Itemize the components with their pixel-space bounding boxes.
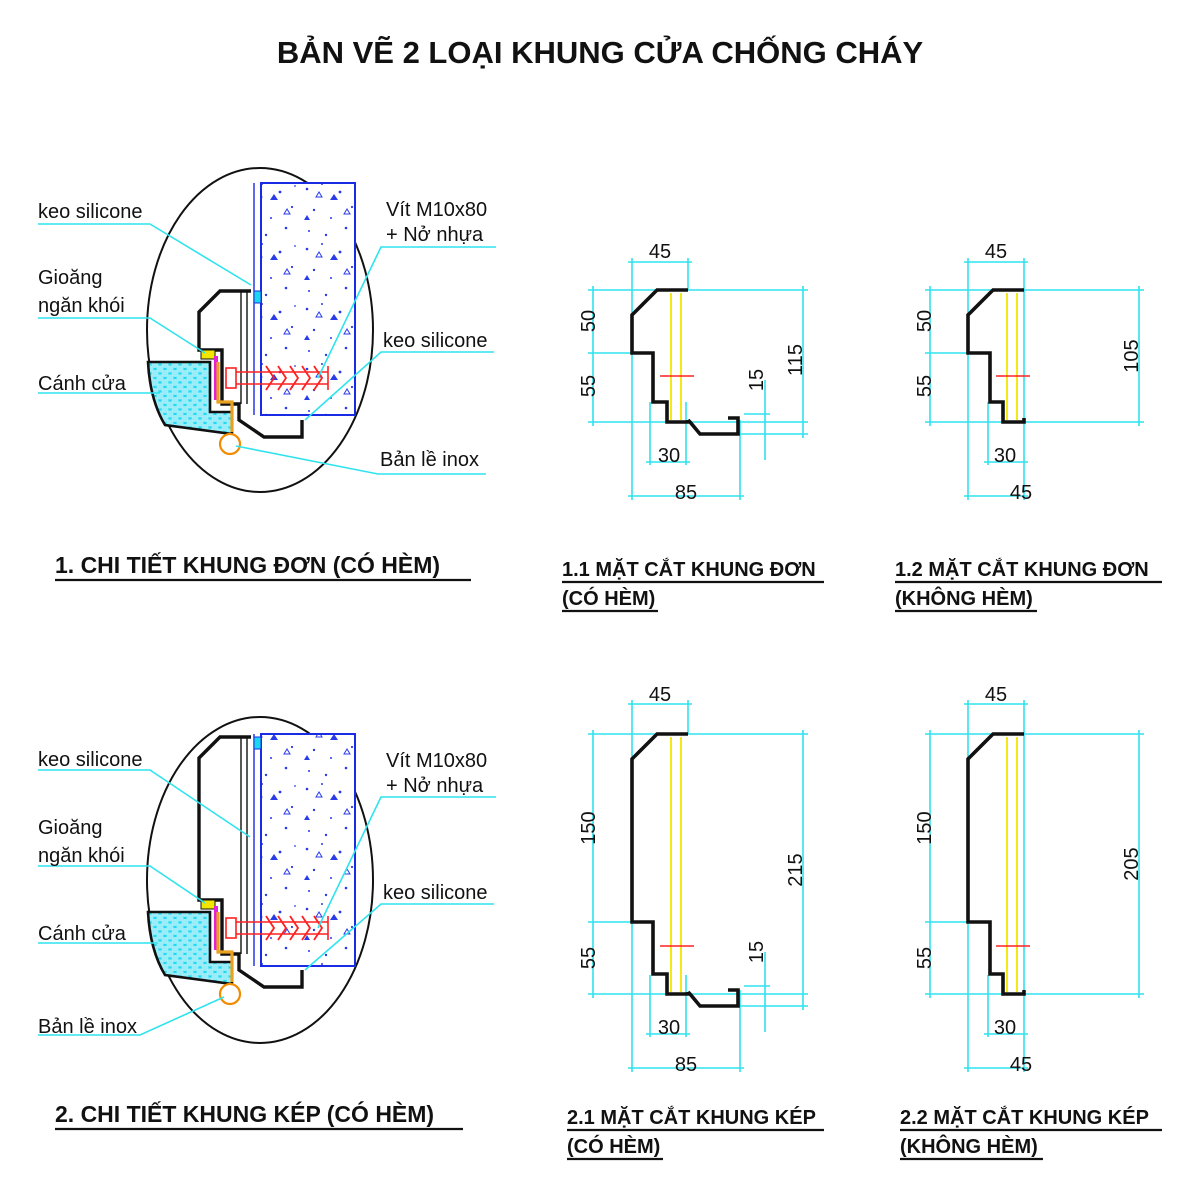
detail-1-door-panel <box>146 360 234 436</box>
s12-dim-lower-label: 55 <box>914 375 936 397</box>
s22-steel-profile <box>966 732 1026 996</box>
main-title: BẢN VẼ 2 LOẠI KHUNG CỬA CHỐNG CHÁY <box>277 34 924 70</box>
detail-2-leader-gioang <box>38 865 206 904</box>
s11-dim-lower-label: 55 <box>578 375 600 397</box>
s11-dim-upper-label: 50 <box>578 310 600 332</box>
detail-2-label-ngan-khoi: ngăn khói <box>38 845 125 867</box>
s21-dim-lower-label: 55 <box>578 947 600 969</box>
detail-double-frame: keo silicone Gioăng ngăn khói Cánh cửa B… <box>38 716 496 1131</box>
detail-1-steel-frame <box>197 289 304 439</box>
s11-dim-web-label: 30 <box>658 445 680 467</box>
detail-1-leader-banle <box>235 445 486 475</box>
detail-1-leader-gioang <box>38 317 206 354</box>
section-1-1: 45 50 55 15 115 30 85 1.1 MẶT CẮT KHUNG … <box>562 241 824 613</box>
s21-dim-lip-label: 15 <box>746 941 768 963</box>
detail-2-label-ban-le: Bản lề inox <box>38 1016 137 1038</box>
detail-1-label-keo-silicone: keo silicone <box>38 201 143 223</box>
detail-1-label-ban-le: Bản lề inox <box>380 449 479 471</box>
detail-2-screw-anchor <box>265 915 324 941</box>
detail-2-leader-banle <box>38 996 225 1036</box>
s22-dim-web-label: 30 <box>994 1017 1016 1039</box>
s12-dim-total-label: 105 <box>1121 339 1143 372</box>
s11-dim-top-label: 45 <box>649 241 671 263</box>
detail-2-label-gioang: Gioăng <box>38 817 103 839</box>
detail-1-title: 1. CHI TIẾT KHUNG ĐƠN (CÓ HÈM) <box>55 551 440 578</box>
s11-dim-lip-label: 15 <box>746 369 768 391</box>
detail-2-label-keo-silicone: keo silicone <box>38 749 143 771</box>
detail-1-silicone-top <box>253 290 262 304</box>
detail-1-screw-head <box>225 367 237 389</box>
detail-2-screw-head <box>225 917 237 939</box>
detail-1-label-ngan-khoi: ngăn khói <box>38 295 125 317</box>
s22-dim-width-label: 45 <box>1010 1054 1032 1076</box>
detail-1-label-keo-silicone-2: keo silicone <box>383 330 488 352</box>
detail-1-label-vit: Vít M10x80 <box>386 199 487 221</box>
section-2-1: 45 150 55 15 215 30 85 2.1 MẶT CẮT KHUNG… <box>567 684 824 1161</box>
detail-2-hinge-leaf <box>216 912 234 982</box>
section-1-2: 45 50 55 105 30 45 1.2 MẶT CẮT KHUNG ĐƠN… <box>895 241 1162 613</box>
s21-dim-total-label: 215 <box>785 853 807 886</box>
detail-1-gasket-magenta <box>214 356 218 400</box>
detail-2-gasket-magenta <box>214 906 218 950</box>
detail-2-title: 2. CHI TIẾT KHUNG KÉP (CÓ HÈM) <box>55 1100 434 1127</box>
detail-1-gasket <box>200 349 216 360</box>
detail-2-leader-keo1 <box>38 769 251 838</box>
detail-2-door-panel <box>146 910 234 986</box>
s21-dim-width-label: 85 <box>675 1054 697 1076</box>
detail-1-label-canh-cua: Cánh cửa <box>38 373 127 395</box>
detail-2-magnifier-ellipse <box>146 716 374 1044</box>
s22-dim-top-label: 45 <box>985 684 1007 706</box>
detail-2-label-canh-cua: Cánh cửa <box>38 923 127 945</box>
detail-2-label-no-nhua: + Nở nhựa <box>386 775 484 797</box>
detail-1-leader-keo1 <box>38 223 252 286</box>
s12-title-line-2: (KHÔNG HÈM) <box>895 586 1033 610</box>
detail-2-gasket <box>200 899 216 910</box>
detail-1-screw-anchor <box>265 365 324 391</box>
s22-dim-total-label: 205 <box>1121 847 1143 880</box>
detail-1-magnifier-ellipse <box>146 167 374 493</box>
s12-dim-upper-label: 50 <box>914 310 936 332</box>
detail-single-frame: keo silicone Gioăng ngăn khói Cánh cửa V… <box>38 167 496 582</box>
s21-title-line-1: 2.1 MẶT CẮT KHUNG KÉP <box>567 1105 816 1129</box>
detail-2-leader-keo2 <box>304 903 494 971</box>
s21-dim-web-label: 30 <box>658 1017 680 1039</box>
s11-steel-profile <box>630 288 740 436</box>
detail-1-hinge-leaf <box>216 362 234 432</box>
detail-2-label-vit: Vít M10x80 <box>386 750 487 772</box>
s21-steel-profile <box>630 732 740 1008</box>
detail-1-label-gioang: Gioăng <box>38 267 103 289</box>
detail-1-leader-vit <box>317 246 496 379</box>
detail-1-label-no-nhua: + Nở nhựa <box>386 224 484 246</box>
detail-2-steel-frame <box>197 735 304 989</box>
detail-2-silicone-top <box>253 736 262 750</box>
s11-dim-width-label: 85 <box>675 482 697 504</box>
s12-dim-top-label: 45 <box>985 241 1007 263</box>
detail-1-hinge-knuckle <box>218 432 242 456</box>
s12-title-line-1: 1.2 MẶT CẮT KHUNG ĐƠN <box>895 557 1149 581</box>
detail-2-hinge-knuckle <box>218 982 242 1006</box>
s12-dim-width-label: 45 <box>1010 482 1032 504</box>
s21-dim-top-label: 45 <box>649 684 671 706</box>
s11-title-line-1: 1.1 MẶT CẮT KHUNG ĐƠN <box>562 557 816 581</box>
s12-dim-web-label: 30 <box>994 445 1016 467</box>
detail-1-leader-keo2 <box>304 351 494 421</box>
s21-dim-upper-label: 150 <box>578 811 600 844</box>
s12-steel-profile <box>966 288 1026 424</box>
s22-title-line-2: (KHÔNG HÈM) <box>900 1134 1038 1158</box>
s11-title-line-2: (CÓ HÈM) <box>562 586 655 610</box>
s22-dim-lower-label: 55 <box>914 947 936 969</box>
s22-title-line-1: 2.2 MẶT CẮT KHUNG KÉP <box>900 1105 1149 1129</box>
section-2-2: 45 150 55 205 30 45 2.2 MẶT CẮT KHUNG KÉ… <box>900 684 1162 1161</box>
s11-dim-total-label: 115 <box>785 344 807 376</box>
detail-2-label-keo-silicone-2: keo silicone <box>383 882 488 904</box>
s21-title-line-2: (CÓ HÈM) <box>567 1134 660 1158</box>
s22-dim-upper-label: 150 <box>914 811 936 844</box>
detail-2-leader-vit <box>317 796 496 929</box>
